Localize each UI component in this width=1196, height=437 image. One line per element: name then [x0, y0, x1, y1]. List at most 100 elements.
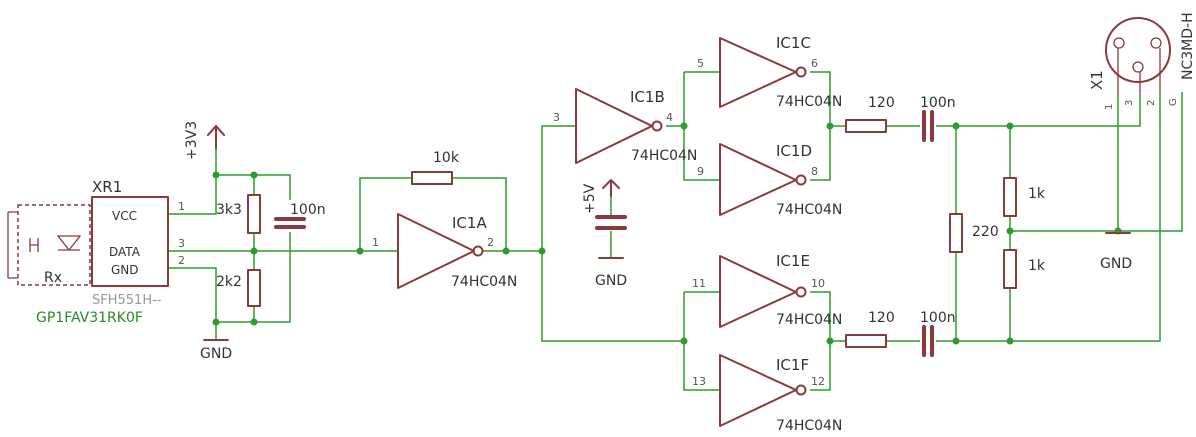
resistor-body: [1003, 249, 1017, 289]
gnd-middle: GND: [595, 257, 627, 289]
junction: [212, 171, 220, 179]
connector-pin2: 2: [1146, 100, 1157, 106]
junction: [250, 171, 258, 179]
gnd-label: GND: [200, 346, 232, 362]
gate-in-pin: 1: [372, 236, 379, 249]
gate-name: IC1F: [776, 356, 809, 374]
resistor-1k-bottom[interactable]: 1k: [1003, 249, 1046, 289]
gate-name: IC1E: [776, 252, 810, 270]
capacitor-plates: [922, 110, 934, 142]
xr1-housing: [17, 204, 91, 286]
gate-name: IC1A: [452, 214, 487, 232]
gate-out-pin: 6: [811, 57, 818, 70]
xr1-receiver[interactable]: XR1 VCC DATA GND 1 3 2 Rx SFH551H-- GP1F…: [7, 178, 185, 326]
resistor-1k-value: 1k: [1028, 186, 1046, 202]
inverter-bubble: [795, 286, 807, 298]
gate-type: 74HC04N: [451, 274, 517, 290]
xr1-value: GP1FAV31RK0F: [36, 310, 143, 326]
capacitor-100n-value: 100n: [290, 202, 326, 218]
inverter-ic1a[interactable]: IC1A 74HC04N 1 2: [372, 213, 517, 290]
gate-name: IC1D: [776, 142, 812, 160]
junction: [952, 337, 960, 345]
resistor-220-value: 220: [972, 224, 999, 240]
inverter-bubble: [795, 384, 807, 396]
junction: [826, 337, 834, 345]
junction: [250, 247, 258, 255]
resistor-body: [247, 269, 261, 307]
xr1-pin-gnd-label: GND: [111, 263, 139, 277]
resistor-120-top[interactable]: 120: [845, 95, 895, 133]
connector-x1[interactable]: X1 NC3MD-H 1 3 2 G: [1088, 12, 1196, 110]
supply-arrow-icon: [602, 179, 620, 197]
gnd-right: GND: [1100, 232, 1132, 272]
inverter-ic1e[interactable]: IC1E 74HC04N 11 10: [692, 252, 842, 328]
capacitor-100n-bottom[interactable]: 100n: [920, 310, 956, 357]
junction: [502, 247, 510, 255]
gate-type: 74HC04N: [776, 312, 842, 328]
junction: [1006, 227, 1014, 235]
gate-in-pin: 11: [692, 277, 706, 290]
junction: [212, 318, 220, 326]
gate-type: 74HC04N: [631, 148, 697, 164]
resistor-10k[interactable]: 10k: [411, 150, 460, 185]
gnd-label: GND: [1100, 256, 1132, 272]
resistor-body: [949, 213, 963, 253]
inverter-ic1b[interactable]: IC1B 74HC04N 3 4: [553, 88, 697, 164]
inverter-ic1c[interactable]: IC1C 74HC04N 5 6: [697, 34, 842, 110]
junction: [680, 122, 688, 130]
resistor-body: [247, 194, 261, 234]
capacitor-100n-left[interactable]: 100n: [274, 202, 326, 229]
xr1-rx-label: Rx: [44, 270, 62, 286]
xr1-pin-data-label: DATA: [109, 245, 141, 259]
connector-pin1: 1: [1104, 104, 1115, 110]
capacitor-plates: [595, 215, 627, 230]
inverter-bubble: [651, 120, 663, 132]
wire-bottom-out: [936, 92, 1161, 342]
inverter-bubble: [472, 245, 484, 257]
gate-type: 74HC04N: [776, 94, 842, 110]
xlr-shell: [1105, 17, 1171, 83]
inverter-bubble: [795, 174, 807, 186]
gate-out-pin: 10: [811, 277, 825, 290]
wire-fb-left: [359, 177, 412, 251]
gate-out-pin: 12: [811, 375, 825, 388]
inverter-body: [719, 143, 797, 216]
wire-top-out: [936, 95, 1141, 127]
resistor-1k-top[interactable]: 1k: [1003, 177, 1046, 217]
gate-type: 74HC04N: [776, 418, 842, 434]
resistor-3k3[interactable]: 3k3: [216, 194, 261, 234]
gnd-label: GND: [595, 273, 627, 289]
gate-name: IC1B: [630, 88, 665, 106]
xlr-pin-leads: [1117, 48, 1161, 95]
photodiode-icon: [56, 235, 82, 252]
xr1-device: SFH551H--: [92, 293, 162, 308]
gate-in-pin: 3: [553, 111, 560, 124]
resistor-body: [845, 119, 887, 133]
capacitor-5v[interactable]: [595, 215, 627, 230]
wire-fb-right: [452, 177, 507, 251]
gate-out-pin: 4: [666, 111, 673, 124]
resistor-120-bottom[interactable]: 120: [845, 310, 895, 348]
xr1-fiber-clip: [7, 211, 18, 279]
resistor-10k-value: 10k: [433, 150, 460, 166]
supply-3v3-label: +3V3: [184, 121, 200, 160]
xr1-pin2-number: 2: [178, 254, 185, 267]
resistor-3k3-value: 3k3: [216, 202, 242, 218]
resistor-2k2[interactable]: 2k2: [216, 269, 261, 307]
junction: [538, 247, 546, 255]
xr1-fiber-icon: [29, 238, 39, 252]
resistor-220[interactable]: 220: [949, 213, 999, 253]
inverter-ic1d[interactable]: IC1D 74HC04N 9 8: [697, 142, 842, 218]
capacitor-100n-top[interactable]: 100n: [920, 95, 956, 142]
xr1-pin-vcc-label: VCC: [112, 209, 137, 223]
inverter-ic1f[interactable]: IC1F 74HC04N 13 12: [692, 354, 842, 434]
gate-in-pin: 5: [697, 57, 704, 70]
capacitor-plates: [922, 325, 934, 357]
gate-out-pin: 8: [811, 165, 818, 178]
wires: [168, 71, 1183, 391]
connector-part: NC3MD-H: [1180, 12, 1196, 80]
gate-name: IC1C: [776, 34, 811, 52]
xlr-pin-hole: [1132, 61, 1144, 73]
supply-arrow-icon: [207, 125, 225, 149]
junction: [680, 337, 688, 345]
